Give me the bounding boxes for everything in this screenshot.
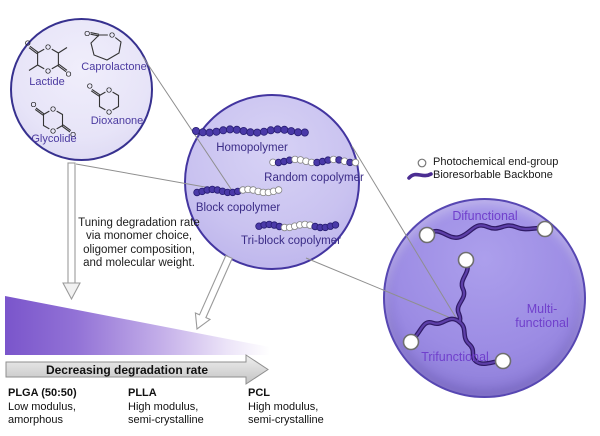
label-glycolide: Glycolide [31, 133, 77, 145]
architecture-circle [184, 94, 360, 270]
down-arrow [62, 162, 81, 301]
connector-line [305, 257, 459, 322]
svg-text:O: O [31, 100, 37, 109]
material-plla: PLLA High modulus, semi-crystalline [128, 387, 204, 428]
backbone-bead [300, 128, 309, 137]
backbone-bead [266, 126, 275, 135]
svg-text:O: O [25, 39, 31, 48]
material-plla-prop: High modulus, [128, 400, 199, 413]
backbone-bead [287, 127, 296, 136]
backbone-bead [198, 128, 207, 137]
label-difunctional: Difunctional [452, 209, 518, 223]
monomer-circle [10, 18, 153, 161]
label-random-copolymer: Random copolymer [264, 172, 364, 184]
glycolide-structure: O O O O [31, 100, 76, 139]
svg-text:O: O [45, 67, 51, 76]
backbone-bead [259, 127, 268, 136]
backbone-bead [253, 128, 262, 137]
svg-text:O: O [50, 127, 56, 136]
label-caprolactone: Caprolactone [81, 61, 147, 73]
backbone-bead [273, 125, 282, 134]
material-pcl-prop: semi-crystalline [248, 414, 324, 426]
material-plga: PLGA (50:50) Low modulus, amorphous [8, 387, 77, 428]
tuning-annotation: Tuning degradation rate via monomer choi… [78, 217, 200, 270]
legend-backbone-label: Bioresorbable Backbone [433, 169, 553, 181]
legend-end-group-label: Photochemical end-group [433, 156, 559, 168]
material-plga-prop: Low modulus, [8, 400, 76, 413]
backbone-bead [219, 126, 228, 135]
label-homopolymer: Homopolymer [216, 142, 288, 154]
caprolactone-structure: O O [84, 29, 122, 61]
backbone-bead [225, 125, 234, 134]
material-plla-prop: semi-crystalline [128, 414, 204, 426]
svg-text:O: O [87, 82, 93, 91]
material-pcl-name: PCL [248, 387, 270, 399]
svg-text:O: O [106, 108, 112, 117]
connector-line [142, 56, 234, 193]
svg-text:O: O [45, 43, 51, 52]
end-group-circle [494, 352, 512, 370]
difunctional-polymer [418, 220, 554, 244]
svg-text:O: O [84, 29, 90, 38]
decreasing-rate-arrow [5, 354, 269, 385]
end-group-circle [536, 220, 554, 238]
backbone-bead [280, 125, 289, 134]
svg-text:O: O [70, 130, 76, 139]
dioxanone-structure: O O O [87, 82, 120, 117]
label-multifunctional-line1: Multi- [526, 302, 558, 316]
lactide-structure: O O O O [25, 39, 72, 79]
material-pcl-prop: High modulus, [248, 400, 319, 413]
label-dioxanone: Dioxanone [90, 115, 144, 127]
endgroup-bead [351, 158, 360, 167]
material-plga-prop: amorphous [8, 414, 64, 426]
end-group-circle [457, 251, 475, 269]
label-triblock-copolymer: Tri-block copolymer [241, 235, 341, 247]
label-lactide: Lactide [29, 76, 65, 88]
connector-line [351, 145, 459, 322]
end-group-circle [402, 333, 420, 351]
backbone-bead [293, 128, 302, 137]
svg-text:O: O [50, 105, 56, 114]
label-multifunctional: Multi- functional [515, 302, 569, 330]
label-trifunctional: Trifunctional [421, 350, 489, 364]
label-multifunctional-line2: functional [515, 316, 569, 330]
backbone-bead [212, 127, 221, 136]
trifunctional-polymer [402, 251, 512, 370]
polymer-chains [191, 125, 360, 232]
decreasing-rate-label: Decreasing degradation rate [45, 362, 209, 377]
backbone-bead [239, 127, 248, 136]
endgroup-bead [274, 186, 283, 194]
backbone-bead [205, 128, 214, 137]
backbone-bead [191, 127, 200, 136]
label-block-copolymer: Block copolymer [195, 202, 281, 214]
material-plga-name: PLGA (50:50) [8, 387, 77, 399]
end-group-circle [418, 226, 436, 244]
svg-text:O: O [66, 70, 72, 79]
material-plla-name: PLLA [128, 387, 157, 399]
material-pcl: PCL High modulus, semi-crystalline [248, 387, 324, 428]
diagonal-arrow [194, 254, 233, 331]
degradation-gradient-triangle [5, 296, 290, 355]
svg-text:O: O [109, 31, 115, 40]
backbone-bead [232, 125, 241, 134]
backbone-legend-icon [407, 172, 433, 180]
end-group-legend-icon [417, 158, 427, 168]
backbone-bead [246, 128, 255, 137]
svg-text:O: O [106, 86, 112, 95]
backbone-bead [331, 221, 340, 229]
